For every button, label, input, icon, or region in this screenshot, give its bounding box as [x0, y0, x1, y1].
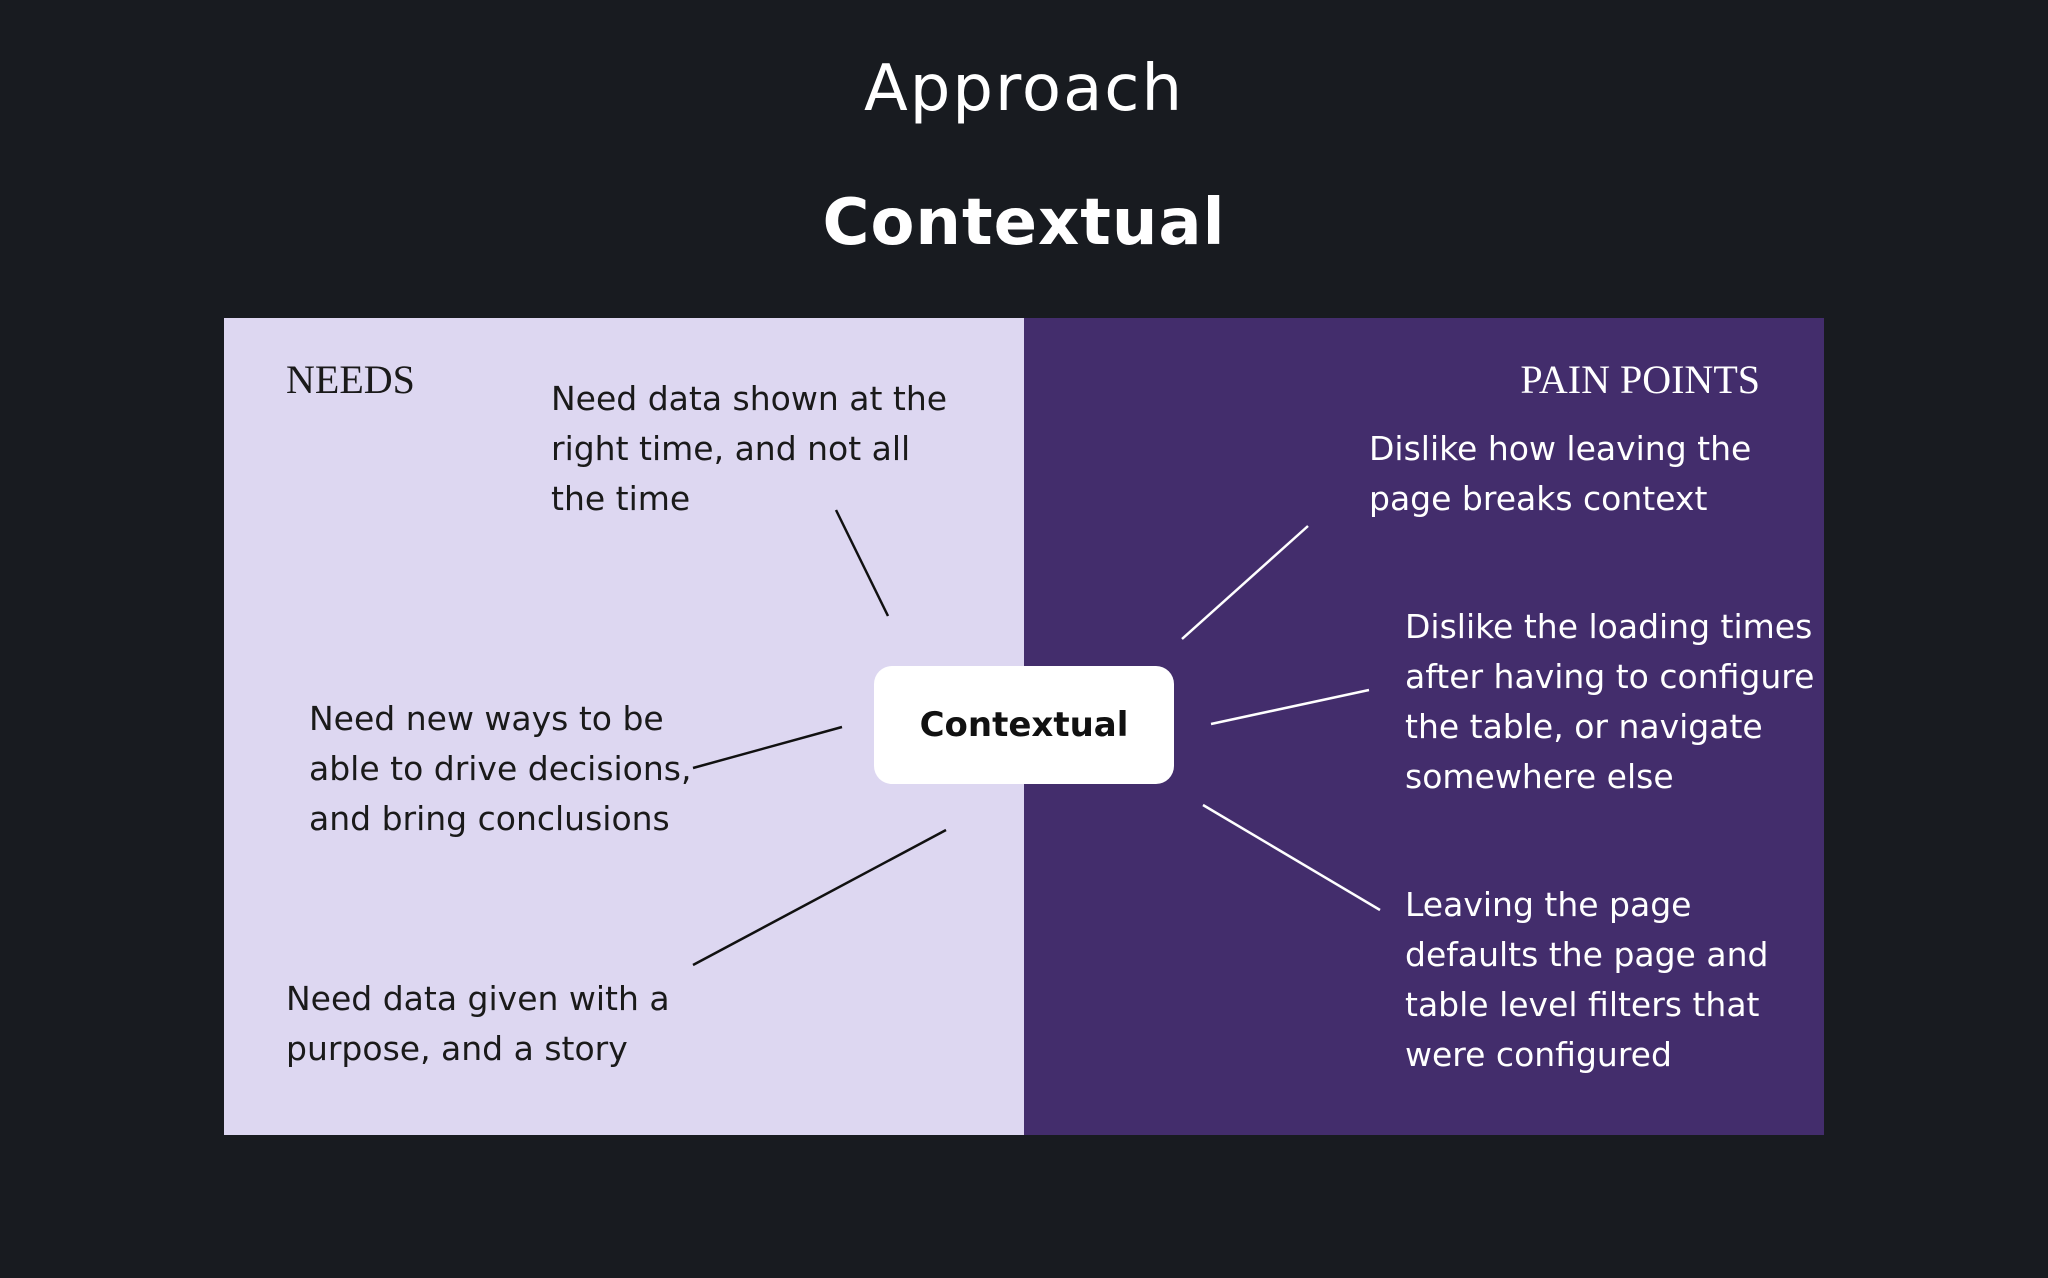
connector-lines: [692, 509, 1381, 967]
connector-need-story: [692, 828, 947, 967]
need-item-story: Need data given with a purpose, and a st…: [286, 979, 670, 1068]
connector-need-decisions: [692, 725, 843, 770]
pain-item-context: Dislike how leaving the page breaks cont…: [1369, 429, 1752, 518]
center-hub: Contextual: [874, 666, 1174, 784]
page-subtitle: Contextual: [822, 186, 1226, 260]
page-title: Approach: [863, 52, 1185, 126]
needs-pain-points-diagram: NEEDS Need data shown at the right time,…: [224, 318, 1824, 1135]
connector-pain-loading: [1210, 688, 1370, 726]
pain-item-filters: Leaving the page defaults the page and t…: [1405, 885, 1769, 1074]
connector-pain-context: [1181, 525, 1309, 640]
connector-pain-filters: [1202, 803, 1381, 912]
pain-points-heading: PAIN POINTS: [1520, 357, 1760, 402]
needs-heading: NEEDS: [286, 357, 415, 402]
pain-item-loading: Dislike the loading times after having t…: [1405, 607, 1815, 796]
connector-need-timing: [834, 509, 890, 617]
need-item-timing: Need data shown at the right time, and n…: [551, 379, 948, 518]
need-item-decisions: Need new ways to be able to drive decisi…: [309, 699, 692, 838]
